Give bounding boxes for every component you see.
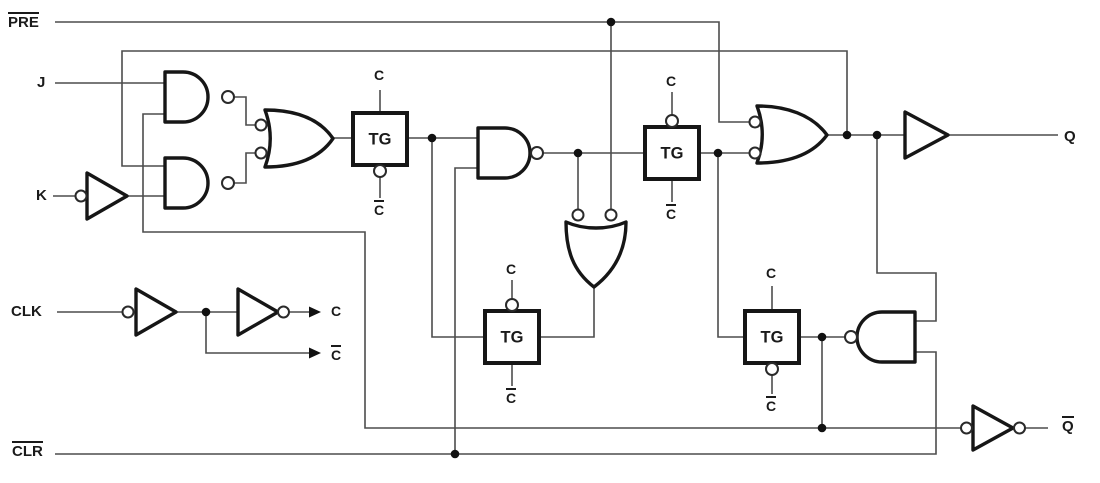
bubble-nand3-out (530, 146, 544, 160)
j-label: J (37, 74, 46, 91)
k-label: K (36, 187, 47, 204)
junction-pre (606, 17, 616, 27)
bubble-tg1-cbar (373, 164, 387, 178)
tg4-cbar-label: C (766, 396, 777, 414)
tg1-cbar-label: C (374, 200, 385, 218)
junction-clr (450, 449, 460, 459)
inverter-clk-1 (134, 287, 178, 337)
bubble-kinv-in (74, 189, 88, 203)
bubble-clkinv2-out (277, 305, 290, 319)
clk-label: CLK (11, 303, 42, 320)
wire-master-node-to-tg3 (431, 138, 485, 338)
clr-label: CLR (12, 441, 43, 460)
clk-cbar-label: C (331, 345, 342, 363)
wire-feedback-qbar-node (142, 113, 961, 429)
bubble-tg4-cbar (765, 362, 779, 376)
tg2-label: TG (661, 145, 684, 163)
junction-q-node-1 (842, 130, 852, 140)
buffer-q (903, 110, 950, 160)
tg4-label: TG (761, 329, 784, 347)
bubble-or2-in-bottom (748, 146, 762, 160)
nand-gate-k (163, 156, 210, 210)
inverter-k (85, 171, 129, 221)
bubble-tg2-c (665, 114, 679, 128)
wire-slave-node-to-tg4 (717, 153, 745, 338)
tg1-label: TG (369, 131, 392, 149)
or-gate-input-stage (263, 108, 335, 169)
junction-master-node (427, 133, 437, 143)
or-gate-master-feedback (564, 220, 628, 289)
inverter-clk-2 (236, 287, 280, 337)
tg4-c-label: C (766, 265, 777, 281)
bubble-or2-in-top (748, 115, 762, 129)
wire-clk-cbar-out (205, 312, 309, 354)
arrowhead-cbar (309, 347, 321, 359)
bubble-or3-in-right (604, 208, 618, 222)
junction-qbar-node (817, 423, 827, 433)
wires (53, 21, 1058, 455)
junction-nand3-out (573, 148, 583, 158)
bubble-or1-in-bottom (254, 146, 268, 160)
gates (85, 70, 1015, 452)
junction-q-node-2 (872, 130, 882, 140)
bubble-qbarbuf-out (1013, 421, 1026, 435)
wire-nand1-to-or1 (234, 96, 256, 126)
tg2-c-label: C (666, 73, 677, 89)
bubble-nand1-out (221, 90, 235, 104)
arrowhead-c (309, 306, 321, 318)
transmission-gates: TG TG TG TG (351, 111, 801, 365)
tg1-c-label: C (374, 67, 385, 83)
junction-tg2-out (713, 148, 723, 158)
wire-feedback-q-node-top (121, 50, 848, 167)
nand-gate-slave (855, 310, 917, 364)
tg-box-4 (743, 309, 801, 365)
wire-q-feedback-to-nand4 (876, 135, 937, 322)
bubble-qbarbuf-in (960, 421, 973, 435)
or-gate-slave-stage (755, 104, 829, 165)
bubble-or3-in-left (571, 208, 585, 222)
tg3-label: TG (501, 329, 524, 347)
wire-nand3-clr-input (454, 167, 478, 454)
wire-nand2-to-or1 (234, 152, 256, 184)
bubble-nand2-out (221, 176, 235, 190)
wire-pre-line (55, 21, 749, 123)
nand-gate-j (163, 70, 210, 124)
bubble-or1-in-top (254, 118, 268, 132)
tg2-cbar-label: C (666, 204, 677, 222)
tg3-cbar-label: C (506, 388, 517, 406)
pre-label: PRE (8, 12, 39, 31)
nand-gate-master (476, 126, 532, 180)
junction-slave-node (817, 332, 827, 342)
bubbles (74, 90, 1026, 435)
bubble-clkinv1-in (121, 305, 135, 319)
bubble-tg3-c (505, 298, 519, 312)
clk-c-label: C (331, 303, 342, 319)
junction-clk (201, 307, 211, 317)
tg3-c-label: C (506, 261, 517, 277)
wire-clr-line (55, 351, 937, 455)
q-label: Q (1064, 128, 1076, 145)
bubble-nand4-out (844, 330, 858, 344)
junction-dots (201, 17, 882, 459)
qbar-label: Q (1062, 416, 1074, 435)
buffer-qbar (971, 404, 1015, 452)
wire-or3-to-tg3 (539, 287, 595, 338)
